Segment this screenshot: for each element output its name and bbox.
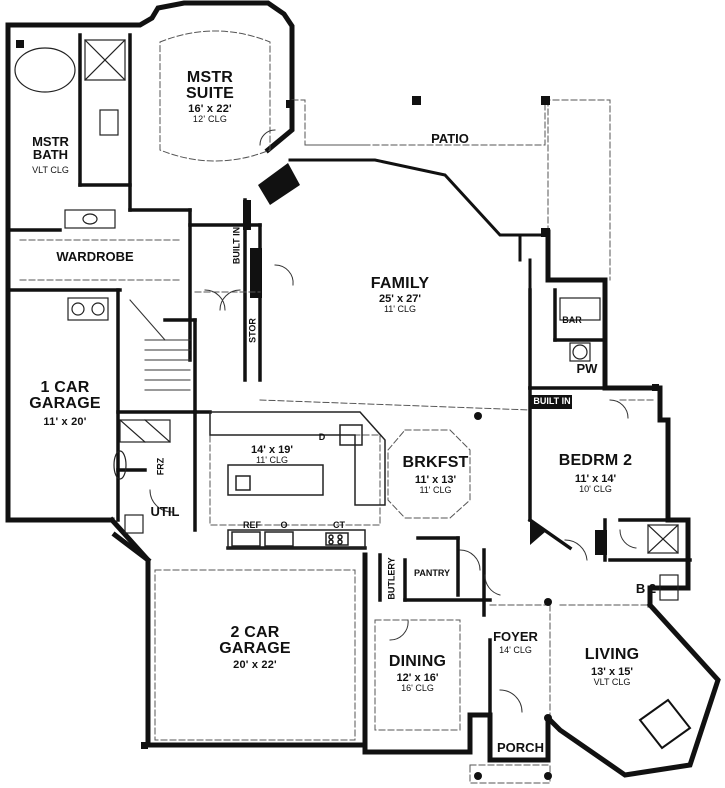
exterior-walls (5, 0, 721, 778)
kitchen-size: 14' x 19' (251, 444, 293, 456)
built-in-label-3: BUILT IN (533, 396, 571, 406)
storage-label: STOR (247, 318, 258, 343)
breakfast-ceiling: 11' CLG (419, 485, 452, 495)
bedroom-2-ceiling: 10' CLG (579, 484, 612, 494)
dishwasher-label: D (318, 432, 326, 442)
dashed-outlines (19, 30, 656, 784)
breakfast-name: BRKFST (402, 454, 469, 471)
breakfast-size: 11' x 13' (414, 474, 457, 486)
master-bath-label: MSTR BATH VLT CLG (28, 135, 73, 175)
patio-label: PATIO (431, 131, 469, 146)
built-in-blocks (243, 163, 607, 555)
foyer-label: FOYER 14' CLG (488, 630, 543, 655)
bath-2-label: B 2 (635, 581, 657, 596)
master-bath-ceiling: VLT CLG (32, 165, 69, 175)
porch-label: PORCH (497, 740, 544, 755)
garage-2-label: 2 CAR GARAGE 20' x 22' (205, 625, 305, 671)
garage-1-name-1: 1 CAR (40, 379, 90, 396)
garage-2-size: 20' x 22' (233, 659, 277, 671)
kitchen-counters (209, 411, 386, 549)
family-size: 25' x 27' (379, 293, 421, 305)
dining-name: DINING (388, 653, 447, 670)
bedroom-2-name: BEDRM 2 (558, 452, 633, 469)
kitchen-ceiling: 11' CLG (255, 455, 289, 465)
living-fireplace (638, 698, 692, 750)
garage-2-name-1: 2 CAR (230, 624, 280, 641)
built-in-label-2: BUILT IN (231, 226, 242, 265)
garage-1-label: 1 CAR GARAGE 11' x 20' (15, 380, 115, 428)
wardrobe-label: WARDROBE (56, 249, 134, 264)
family-ceiling: 11' CLG (383, 304, 417, 314)
columns (16, 40, 659, 780)
utility-label: UTIL (150, 504, 180, 519)
living-label: LIVING 13' x 15' VLT CLG (572, 647, 652, 687)
master-suite-name-1: MSTR (186, 69, 234, 86)
powder-label: PW (576, 361, 598, 376)
garage-1-size: 11' x 20' (43, 416, 87, 428)
dining-label: DINING 12' x 16' 16' CLG (380, 654, 455, 693)
oven-label: O (280, 520, 288, 530)
stairs (129, 299, 191, 391)
master-bath-name-2: BATH (32, 147, 69, 162)
master-suite-label: MSTR SUITE 16' x 22' 12' CLG (170, 70, 250, 124)
bedroom-2-label: BEDRM 2 11' x 14' 10' CLG (548, 453, 643, 494)
foyer-ceiling: 14' CLG (499, 645, 532, 655)
bath-fixtures (14, 39, 679, 601)
master-bath-name-1: MSTR (32, 134, 69, 149)
butlery-label: BUTLERY (386, 557, 397, 600)
master-suite-size: 16' x 22' (188, 103, 232, 115)
freezer-label: FRZ (155, 457, 166, 476)
master-suite-name-2: SUITE (185, 85, 235, 102)
door-swings (149, 129, 637, 713)
living-ceiling: VLT CLG (593, 677, 631, 687)
kitchen-label: 14' x 19' 11' CLG (242, 445, 302, 465)
dining-size: 12' x 16' (396, 672, 439, 684)
foyer-name: FOYER (493, 629, 538, 644)
breakfast-label: BRKFST 11' x 13' 11' CLG (393, 455, 478, 495)
family-angled-walls (288, 158, 550, 522)
pantry-label: PANTRY (414, 568, 450, 578)
garage-2-name-2: GARAGE (219, 640, 291, 657)
family-label: FAMILY 25' x 27' 11' CLG (355, 276, 445, 314)
bedroom-2-size: 11' x 14' (574, 473, 617, 485)
cooktop-label: CT (333, 520, 345, 530)
living-size: 13' x 15' (591, 666, 633, 678)
garage-1-name-2: GARAGE (29, 395, 101, 412)
refrigerator-label: REF (243, 520, 261, 530)
living-name: LIVING (584, 646, 640, 663)
bar-label: BAR (562, 315, 582, 325)
dining-ceiling: 16' CLG (401, 683, 434, 693)
master-suite-ceiling: 12' CLG (192, 114, 228, 124)
family-name: FAMILY (370, 275, 430, 292)
